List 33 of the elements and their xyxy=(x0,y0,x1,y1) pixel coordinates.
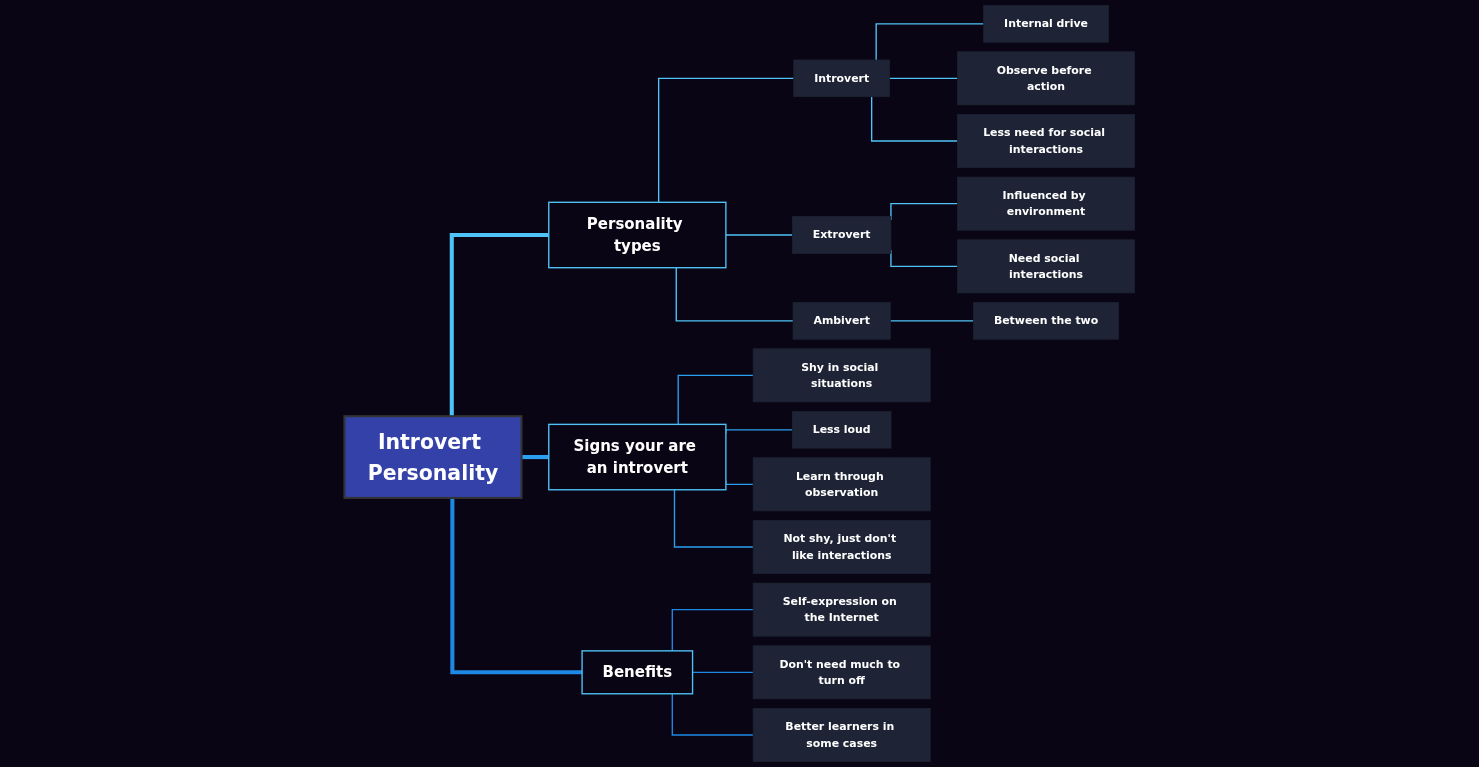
connector xyxy=(671,693,754,736)
connector xyxy=(673,489,754,548)
connector xyxy=(671,608,754,652)
connector xyxy=(888,77,959,79)
node-box: Don't need much to turn off xyxy=(752,645,931,700)
connector xyxy=(889,320,975,322)
node-box: Influenced by environment xyxy=(957,176,1135,231)
connector xyxy=(725,234,794,236)
connector xyxy=(675,267,794,322)
node-box: Shy in social situations xyxy=(752,348,931,403)
node-box: Signs your are an introvert xyxy=(548,423,727,491)
node-box: Observe before action xyxy=(957,51,1135,106)
node-box: Less loud xyxy=(791,411,892,449)
node-box: Introvert xyxy=(793,59,890,98)
connector xyxy=(875,23,985,61)
node-box: Ambivert xyxy=(792,302,891,340)
connector xyxy=(677,374,754,426)
node-box: Between the two xyxy=(973,302,1119,340)
node-box: Need social interactions xyxy=(957,239,1135,294)
connector xyxy=(871,96,959,142)
connector xyxy=(449,232,549,417)
node-box: Better learners in some cases xyxy=(752,708,931,762)
node-box: Not shy, just don't like interactions xyxy=(752,520,931,574)
connector xyxy=(450,497,583,675)
connector xyxy=(657,77,795,203)
node-box: Benefits xyxy=(581,650,694,695)
node-box: Self-expression on the Internet xyxy=(752,582,931,637)
node-box: Learn through observation xyxy=(752,457,931,512)
node-box: Extrovert xyxy=(792,216,892,254)
node-box: Introvert Personality xyxy=(343,415,523,499)
node-box: Personality types xyxy=(548,201,727,269)
node-box: Internal drive xyxy=(983,5,1109,43)
node-box: Less need for social interactions xyxy=(957,114,1135,168)
